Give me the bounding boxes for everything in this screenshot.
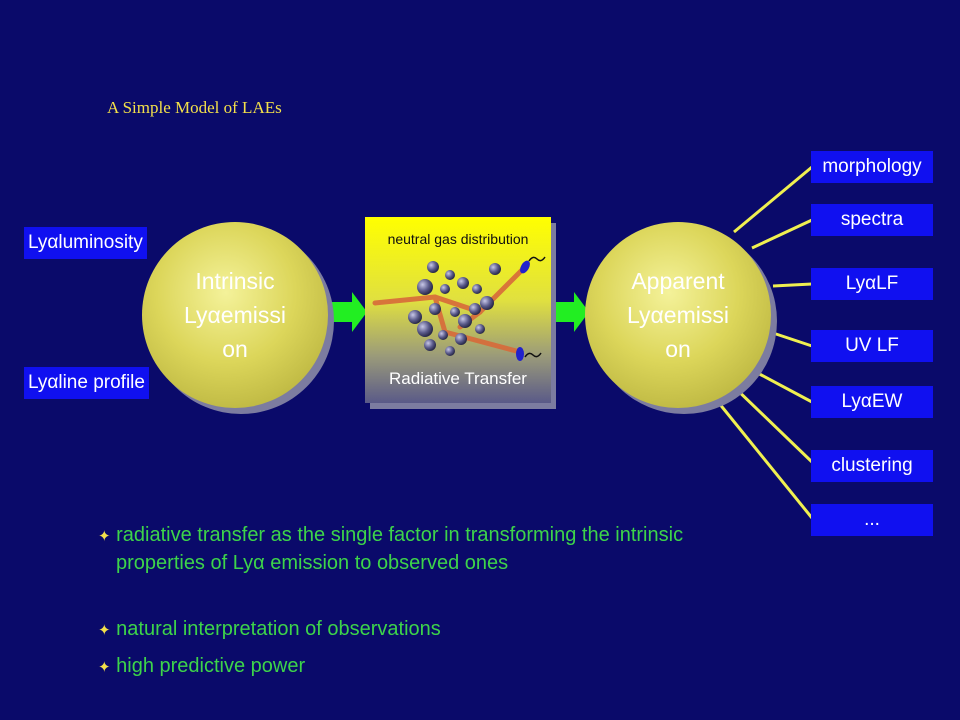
connector-morphology — [733, 165, 813, 234]
output-tag-clustering: clustering — [811, 450, 933, 482]
output-tag-lyalf: LyαLF — [811, 268, 933, 300]
input-tag-luminosity: Lyαluminosity — [24, 227, 147, 259]
star-bullet-icon: ✦ — [98, 528, 111, 545]
green-arrow-icon — [331, 292, 367, 332]
output-tag-uvlf: UV LF — [811, 330, 933, 362]
output-tag-spectra: spectra — [811, 204, 933, 236]
connector-lyalf — [772, 282, 813, 288]
connector-more — [708, 391, 814, 519]
bullet-item: ✦ radiative transfer as the single facto… — [98, 522, 698, 577]
input-tag-line-profile: Lyαline profile — [24, 367, 149, 399]
radiative-transfer-box: neutral gas distribution — [365, 217, 551, 403]
bullet-text: radiative transfer as the single factor … — [116, 524, 684, 546]
connector-lyaew — [751, 368, 813, 404]
output-tag-morphology: morphology — [811, 151, 933, 183]
bullet-item: ✦ high predictive power — [98, 653, 305, 681]
apparent-emission-circle: Apparent Lyαemissi on — [585, 222, 771, 408]
green-arrow-icon — [556, 292, 589, 332]
star-bullet-icon: ✦ — [98, 622, 111, 639]
radiative-transfer-label: Radiative Transfer — [389, 369, 527, 388]
output-tag-more: ... — [811, 504, 933, 536]
bullet-text: natural interpretation of observations — [116, 618, 441, 640]
connector-clustering — [729, 382, 814, 464]
gas-scattering-illustration — [372, 256, 546, 361]
bullet-text: high predictive power — [116, 655, 306, 677]
connector-spectra — [751, 218, 813, 250]
bullet-item: ✦ natural interpretation of observations — [98, 616, 441, 644]
star-bullet-icon: ✦ — [98, 659, 111, 676]
bullet-text-continued: properties of Lyα emission to observed o… — [116, 552, 509, 574]
connector-uvlf — [772, 331, 813, 348]
intrinsic-emission-circle: Intrinsic Lyαemissi on — [142, 222, 328, 408]
output-tag-lyaew: LyαEW — [811, 386, 933, 418]
slide-title: A Simple Model of LAEs — [107, 98, 282, 117]
neutral-gas-label: neutral gas distribution — [387, 231, 529, 247]
